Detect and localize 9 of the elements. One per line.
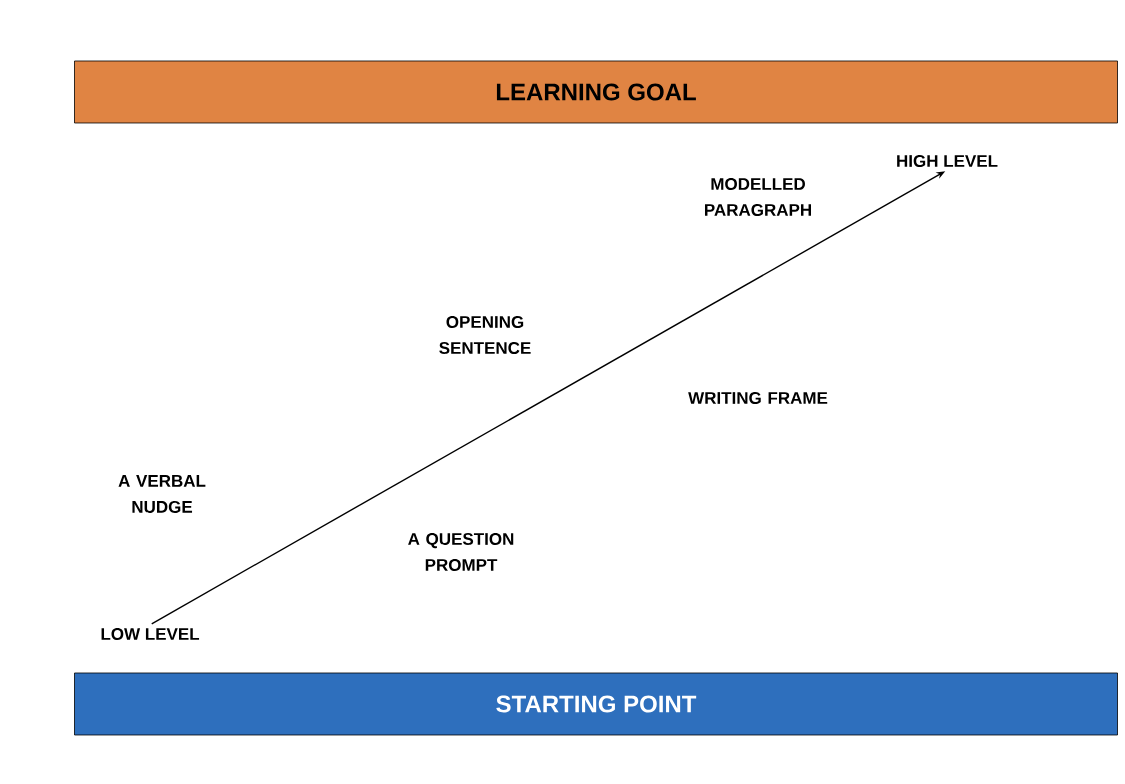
step-label: MODELLED PARAGRAPH: [705, 177, 811, 216]
step-label: WRITING FRAME: [688, 391, 828, 404]
step-label: A VERBAL NUDGE: [118, 475, 206, 513]
step-label: A QUESTION PROMPT: [408, 532, 514, 571]
band: STARTING POINT: [74, 672, 1118, 736]
band: LEARNING GOAL: [74, 60, 1118, 124]
level-label: LOW LEVEL: [101, 627, 200, 640]
step-label: OPENING SENTENCE: [439, 315, 531, 354]
level-label: HIGH LEVEL: [897, 154, 998, 167]
